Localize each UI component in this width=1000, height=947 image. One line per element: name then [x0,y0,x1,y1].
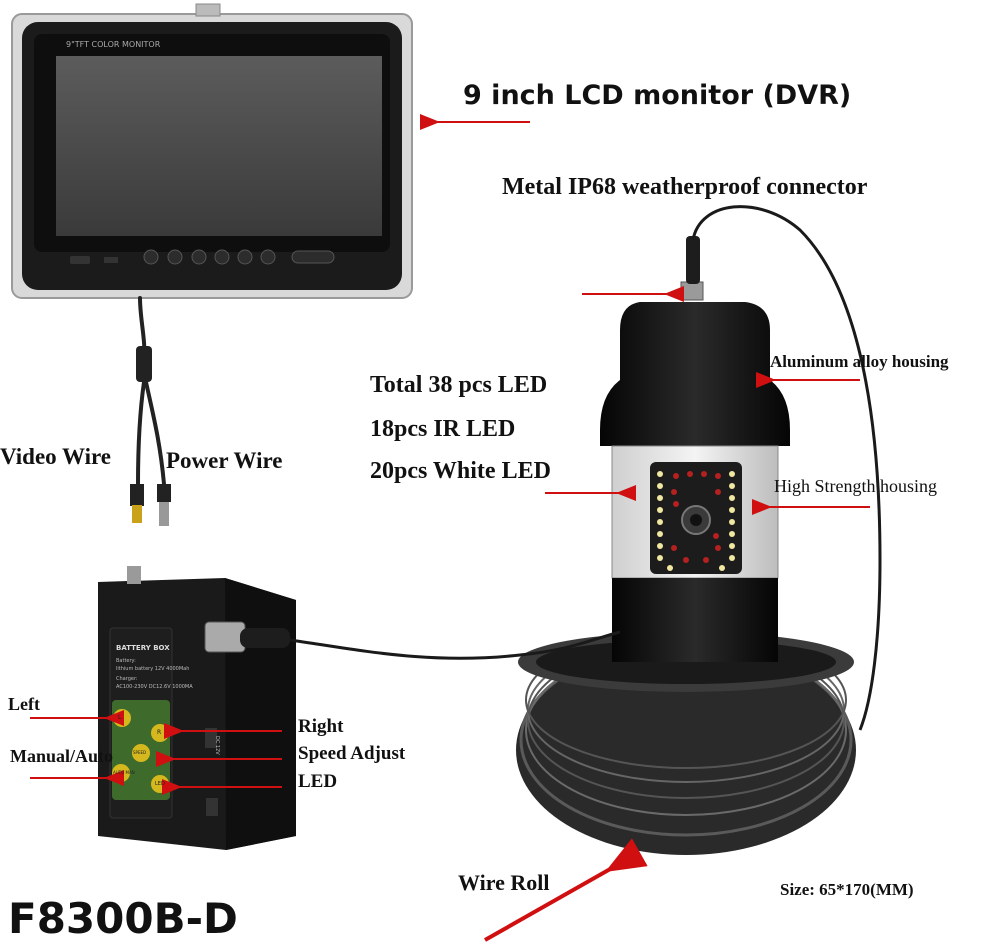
label-right: Right [298,716,344,737]
label-speed-adjust: Speed Adjust [298,743,406,764]
monitor-header-text: 9"TFT COLOR MONITOR [66,40,161,49]
label-connector: Metal IP68 weatherproof connector [502,174,868,200]
label-video-wire: Video Wire [0,444,111,469]
monitor-screen [56,56,382,236]
label-left: Left [8,694,40,714]
label-led: LED [298,771,338,792]
label-monitor: 9 inch LCD monitor (DVR) [463,80,852,111]
label-size: Size: 65*170(MM) [780,880,914,899]
label-high-strength-housing: High Strength housing [774,476,938,496]
battery-btn-speed: SPEED [133,750,147,755]
battery-side-label: DC 12V [214,736,220,755]
battery-btn-auto: AUTO MAN [113,770,135,775]
box-cable [289,630,621,660]
battery-btn-right: R [157,729,162,736]
wire-roll [516,631,856,855]
model-name: F8300B-D [8,894,238,943]
battery-btn-led: LED [155,781,165,787]
battery-box-line1: Battery: [116,658,136,664]
monitor-cable [130,296,171,526]
battery-box-title: BATTERY BOX [116,644,170,652]
label-wire-roll: Wire Roll [458,870,550,895]
battery-btn-left: L [118,714,122,721]
label-aluminum-housing: Aluminum alloy housing [770,352,949,371]
battery-box [98,566,296,850]
label-led-white: 20pcs White LED [370,458,551,484]
battery-box-line2: lithium battery 12V 4000Mah [116,666,190,672]
lcd-monitor [11,3,413,299]
label-led-total: Total 38 pcs LED [370,372,548,398]
battery-box-line3: Charger: [116,676,138,682]
camera-cable [691,205,882,731]
label-led-ir: 18pcs IR LED [370,416,516,442]
label-manual-auto: Manual/Auto [10,746,114,766]
annotation-arrows [30,114,870,942]
underwater-camera [600,236,790,662]
label-power-wire: Power Wire [166,448,283,473]
battery-box-line4: AC100-230V DC12.6V 1000MA [116,684,193,690]
